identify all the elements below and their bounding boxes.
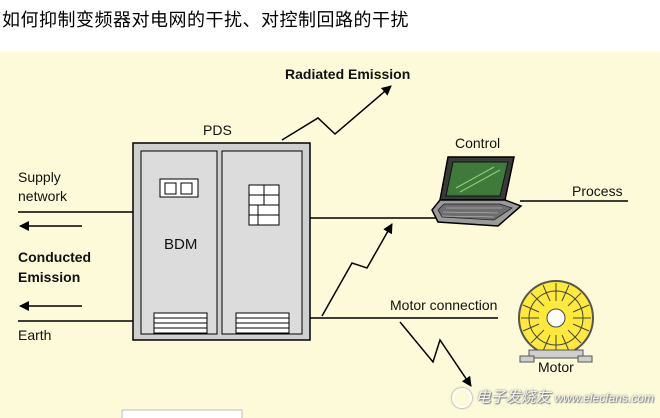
radiated-emission-lightning-icon	[281, 85, 392, 141]
module-grid-icon	[248, 184, 280, 226]
earth-label: Earth	[18, 327, 52, 343]
downward-interference-lightning-icon	[399, 321, 472, 387]
watermark-url: www.elecfans.com	[554, 390, 654, 405]
watermark-text: 电子发烧友	[475, 388, 551, 406]
control-label: Control	[455, 135, 501, 151]
bdm-label: BDM	[164, 236, 198, 253]
motor-label: Motor	[538, 359, 574, 375]
left-vent-icon	[153, 312, 208, 334]
right-vent-icon	[235, 312, 290, 334]
motor-connection-label: Motor connection	[390, 297, 498, 313]
pds-label: PDS	[203, 122, 232, 138]
page-heading: 如何抑制变频器对电网的干扰、对控制回路的干扰	[2, 10, 409, 31]
watermark-logo-icon	[451, 388, 472, 408]
pds-cabinet	[132, 142, 311, 341]
laptop-icon	[431, 156, 523, 227]
bdm-indicator-icon	[159, 178, 199, 198]
radiated-emission-label: Radiated Emission	[285, 66, 411, 82]
footer-box	[121, 409, 243, 418]
motor-icon	[518, 280, 594, 363]
conducted-emission-label-line1: Conducted	[18, 249, 92, 265]
supply-network-label-line2: network	[18, 188, 68, 204]
supply-network-label-line1: Supply	[18, 169, 61, 185]
process-label: Process	[572, 183, 623, 199]
control-interference-lightning-icon	[321, 223, 393, 317]
conducted-emission-label-line2: Emission	[18, 269, 81, 285]
